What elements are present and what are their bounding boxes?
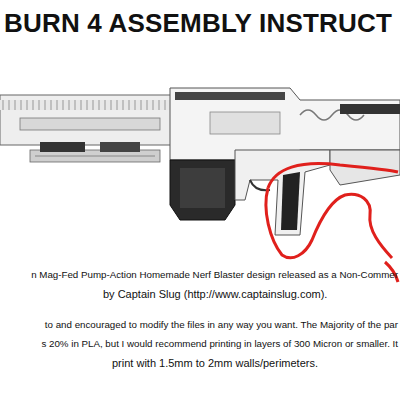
body-text: to and encouraged to modify the files in… <box>45 319 398 330</box>
body-text: s 20% in PLA, but I would recommend prin… <box>41 338 398 349</box>
body-text: by Captain Slug (http://www.captainslug.… <box>103 288 327 300</box>
body-text: print with 1.5mm to 2mm walls/perimeters… <box>112 357 318 369</box>
page-title: BURN 4 ASSEMBLY INSTRUCT <box>4 8 392 39</box>
body-text: n Mag-Fed Pump-Action Homemade Nerf Blas… <box>31 269 398 280</box>
